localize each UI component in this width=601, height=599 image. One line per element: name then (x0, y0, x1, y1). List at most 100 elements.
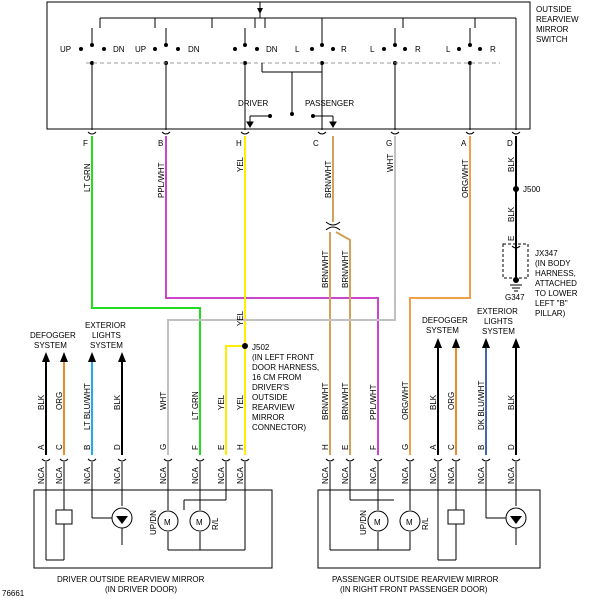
driver-mirror-subtitle: (IN DRIVER DOOR) (105, 585, 177, 594)
wire-labels: LT GRN PPL/WHT YEL BRN/WHT WHT ORG/WHT B… (83, 154, 516, 326)
driver-nca-7: NCA (236, 466, 245, 484)
passenger-nca-2: NCA (369, 466, 378, 484)
pin-f: F (83, 139, 88, 148)
driver-motor-rl-m: M (196, 518, 203, 527)
driver-defogger-2: SYSTEM (34, 341, 67, 350)
wire-ppl-wht (165, 136, 379, 455)
driver-wire-c: ORG (55, 392, 64, 410)
driver-mirror: M M UP/DN R/L DRIVER OUTSIDE REARVIEW MI… (33, 462, 273, 594)
passenger-nca-4: NCA (429, 466, 438, 484)
j502-note-3: 16 CM FROM (252, 373, 302, 382)
pass-wire-e: BRN/WHT (341, 383, 350, 420)
driver-mirror-box (33, 489, 273, 569)
j502-note-8: CONNECTOR) (252, 423, 306, 432)
splice-j500-label: J500 (523, 185, 541, 194)
pass-updn-label: UP/DN (359, 510, 368, 535)
ground-pin-e: E (507, 236, 516, 241)
driver-wire-f: LT GRN (191, 391, 200, 420)
splice-j502 (242, 343, 248, 349)
pass-pin-f: F (369, 445, 378, 450)
pass-motor-updn (367, 510, 389, 532)
driver-motor-updn (157, 510, 179, 532)
driver-pin-b: B (83, 445, 92, 450)
pass-pin-c: C (447, 444, 456, 450)
driver-exterior-2: LIGHTS (92, 331, 121, 340)
splice-j502-label: J502 (252, 343, 270, 352)
pass-wire-b: DK BLU/WHT (477, 381, 486, 430)
passenger-systems: DEFOGGER SYSTEM EXTERIOR LIGHTS SYSTEM (422, 307, 520, 455)
j502-note-7: MIRROR (252, 413, 285, 422)
pass-wire-g: ORG/WHT (401, 381, 410, 420)
passenger-connector: BRN/WHT BRN/WHT PPL/WHT ORG/WHT BLK ORG … (321, 381, 521, 484)
wire-lt-grn (91, 136, 201, 455)
jx347-label-1: JX347 (535, 249, 558, 258)
contact-r-1: R (341, 45, 347, 54)
wire-label-c-split-1: BRN/WHT (321, 251, 330, 288)
driver-nca-5: NCA (191, 466, 200, 484)
driver-nca-1: NCA (55, 466, 64, 484)
ground-circuit: J500 BLK E JX347 (IN BODY HARNESS, ATTAC… (502, 185, 578, 318)
pass-rl-label: R/L (421, 517, 430, 530)
passenger-nca-3: NCA (401, 466, 410, 484)
driver-pin-d: D (113, 444, 122, 450)
pin-h: H (236, 139, 242, 148)
pass-motor-updn-m: M (374, 518, 381, 527)
j502-note-5: OUTSIDE (252, 393, 288, 402)
driver-wire-g: WHT (159, 392, 168, 410)
driver-pin-g: G (159, 444, 168, 450)
wire-brn-wht-2 (335, 231, 351, 455)
driver-wire-h: YEL (236, 394, 245, 410)
driver-wire-e: YEL (217, 394, 226, 410)
pass-defogger-2: SYSTEM (426, 326, 459, 335)
contact-r-2: R (415, 45, 421, 54)
j502-note-4: DRIVER'S (252, 383, 289, 392)
contact-up-2: UP (135, 45, 146, 54)
pass-pin-e: E (341, 445, 350, 450)
passenger-mirror: M M UP/DN R/L PASSENGER OUTSIDE REARVIEW… (317, 462, 541, 594)
contact-dn-3: DN (266, 45, 278, 54)
driver-nca-2: NCA (83, 466, 92, 484)
pass-pin-d: D (507, 444, 516, 450)
driver-wire-d: BLK (113, 394, 122, 410)
pin-c: C (313, 139, 319, 148)
passenger-mirror-box (317, 489, 541, 569)
switch-box (46, 1, 531, 130)
ground-g347-label: G347 (505, 293, 525, 302)
passenger-nca-0: NCA (321, 466, 330, 484)
pin-g: G (386, 139, 392, 148)
pass-pin-h: H (321, 444, 330, 450)
pass-wire-h: BRN/WHT (321, 383, 330, 420)
wire-org-wht (409, 136, 471, 455)
passenger-nca-7: NCA (507, 466, 516, 484)
contact-dn-1: DN (113, 45, 125, 54)
switch-connector-pins (87, 131, 521, 135)
driver-mirror-title: DRIVER OUTSIDE REARVIEW MIRROR (57, 575, 205, 584)
mirror-switch: OUTSIDE REARVIEW MIRROR SWITCH UP DN UP … (46, 1, 579, 148)
driver-connector: BLK ORG LT BLU/WHT BLK WHT LT GRN YEL YE… (37, 383, 250, 484)
j502-note-1: (IN LEFT FRONT (252, 353, 314, 362)
driver-systems: DEFOGGER SYSTEM EXTERIOR LIGHTS SYSTEM (30, 321, 126, 455)
switch-title-3: MIRROR (536, 25, 569, 34)
wire-wht (167, 136, 396, 455)
jx347-label-2: (IN BODY (535, 259, 571, 268)
switch-title-4: SWITCH (536, 35, 568, 44)
passenger-nca-5: NCA (447, 466, 456, 484)
passenger-nca-6: NCA (477, 466, 486, 484)
jx347-label-5: TO LOWER (535, 289, 578, 298)
driver-wire-b: LT BLU/WHT (83, 383, 92, 430)
jx347-label-6: LEFT "B" (535, 299, 568, 308)
pass-exterior-1: EXTERIOR (477, 307, 518, 316)
pin-d: D (507, 139, 513, 148)
passenger-nca-1: NCA (341, 466, 350, 484)
jx347-label-7: PILLAR) (535, 309, 566, 318)
contact-l-1: L (295, 45, 300, 54)
wire-harness (91, 136, 517, 455)
contact-r-3: R (490, 45, 496, 54)
wire-label-d: BLK (507, 156, 516, 172)
wire-label-g: WHT (386, 154, 395, 172)
figure-number: 76661 (2, 589, 25, 598)
wire-label-h-lower: YEL (236, 310, 245, 326)
driver-updn-label: UP/DN (149, 510, 158, 535)
switch-title-2: REARVIEW (536, 15, 579, 24)
